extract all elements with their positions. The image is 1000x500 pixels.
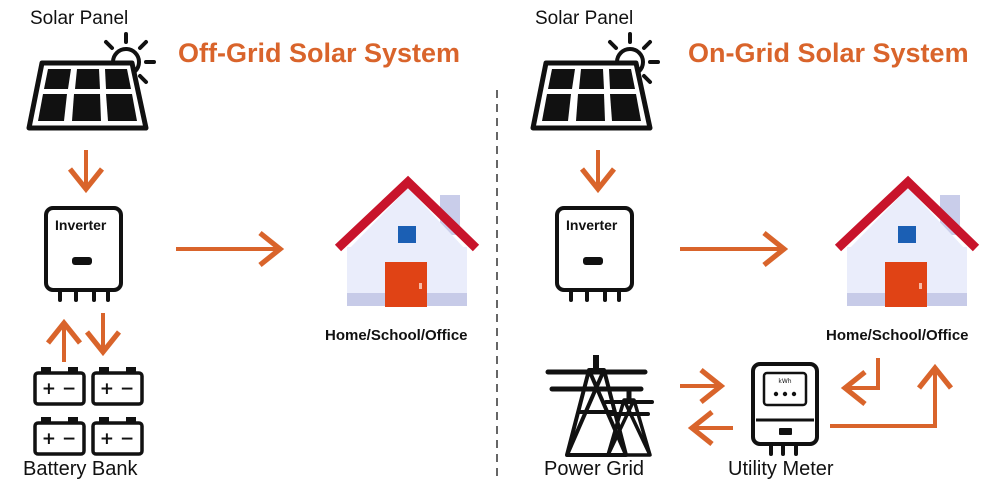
on-grid-solar-panel-icon: [533, 34, 658, 128]
off-grid-home-label: Home/School/Office: [325, 327, 468, 344]
on-grid-title: On-Grid Solar System: [688, 38, 969, 68]
meter-to-home-arrow: [830, 363, 954, 428]
off-grid-inverter-label: Inverter: [55, 217, 107, 233]
off-grid-solar-panel-label: Solar Panel: [30, 8, 129, 29]
power-grid-icon: [545, 355, 654, 457]
on-grid-house-icon: [838, 182, 976, 307]
battery-terminal-text: + −: [100, 429, 134, 449]
battery-terminal-text: + −: [100, 379, 134, 399]
battery-bank-label: Battery Bank: [23, 458, 138, 480]
utility-meter-label: Utility Meter: [728, 458, 834, 480]
off-grid-solar-panel-icon: [29, 34, 154, 128]
battery-terminal-text: + −: [42, 379, 76, 399]
meter-screen-text: kWh: [778, 378, 791, 385]
off-grid-house-icon: [338, 182, 476, 307]
utility-meter-icon: kWh: [751, 362, 819, 456]
battery-terminal-text: + −: [42, 429, 76, 449]
on-grid-inverter-label: Inverter: [566, 217, 618, 233]
on-grid-home-label: Home/School/Office: [826, 327, 969, 344]
power-grid-label: Power Grid: [544, 458, 645, 480]
on-grid-solar-panel-label: Solar Panel: [535, 8, 634, 29]
off-grid-title: Off-Grid Solar System: [178, 38, 461, 68]
battery-bank-icon: + − + − + − + −: [33, 365, 144, 456]
home-to-meter-arrow: [840, 358, 880, 407]
